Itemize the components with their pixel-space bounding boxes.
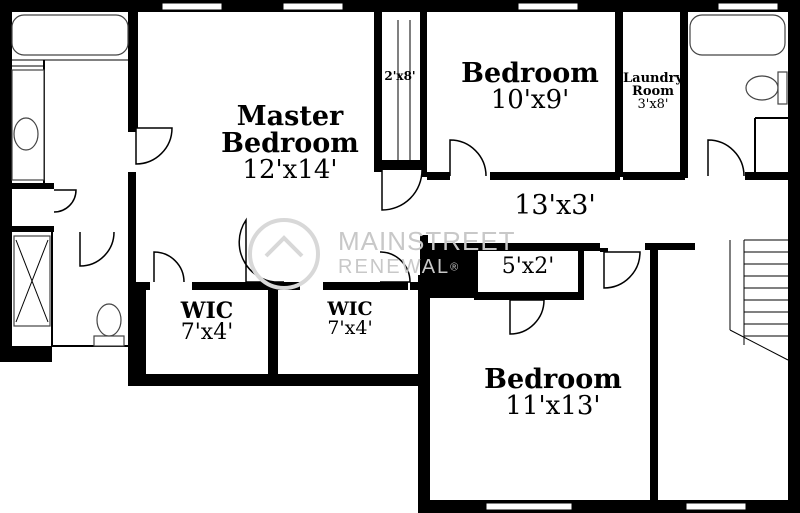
master-name1: Master — [236, 101, 344, 132]
watermark-registered: ® — [450, 261, 461, 274]
toilet-tank-left — [93, 335, 125, 347]
wic-right-name: WIC — [327, 298, 373, 320]
stairs — [729, 239, 789, 361]
wic-left-dims: 7'x4' — [180, 320, 234, 345]
watermark-line2-text: RENEWAL — [338, 256, 451, 278]
watermark-line1: MAINSTREET — [338, 226, 516, 256]
doors — [53, 127, 745, 335]
wic-left-label: WIC 7'x4' — [146, 300, 268, 344]
closet-small-label: 2'x8' — [384, 69, 416, 83]
master-name2: Bedroom — [221, 128, 359, 159]
wic-left-name: WIC — [180, 298, 234, 324]
bedroom-bottom-dims: 11'x13' — [505, 391, 601, 421]
bedroom-top-dims: 10'x9' — [490, 85, 570, 115]
toilet-left — [96, 303, 122, 337]
laundry-label: Laundry Room 3'x8' — [620, 72, 686, 111]
bathtub-left — [11, 14, 129, 56]
bedroom-bottom-name: Bedroom — [484, 364, 622, 395]
watermark-line2: RENEWAL® — [338, 256, 460, 279]
toilet-tank-right — [777, 71, 788, 105]
partitions — [12, 20, 788, 347]
windows — [161, 2, 779, 511]
hall-label: 13'x3' — [514, 190, 596, 221]
master-dims: 12'x14' — [242, 155, 338, 185]
sink-left — [13, 117, 39, 151]
laundry-name2: Room — [632, 84, 674, 99]
watermark-logo — [248, 218, 320, 290]
closet-hall-label: 5'x2' — [501, 254, 555, 279]
wic-right-dims: 7'x4' — [327, 317, 373, 339]
laundry-name1: Laundry — [623, 71, 683, 86]
toilet-right — [745, 75, 779, 101]
bedroom-top-name: Bedroom — [461, 58, 599, 89]
laundry-dims: 3'x8' — [637, 97, 669, 112]
bedroom-top-label: Bedroom 10'x9' — [440, 60, 620, 113]
fixtures — [11, 14, 788, 347]
bathtub-right — [689, 14, 786, 56]
bedroom-bottom-label: Bedroom 11'x13' — [460, 366, 646, 419]
wic-right-label: WIC 7'x4' — [285, 300, 415, 338]
master-bedroom-label: Master Bedroom 12'x14' — [210, 103, 370, 183]
